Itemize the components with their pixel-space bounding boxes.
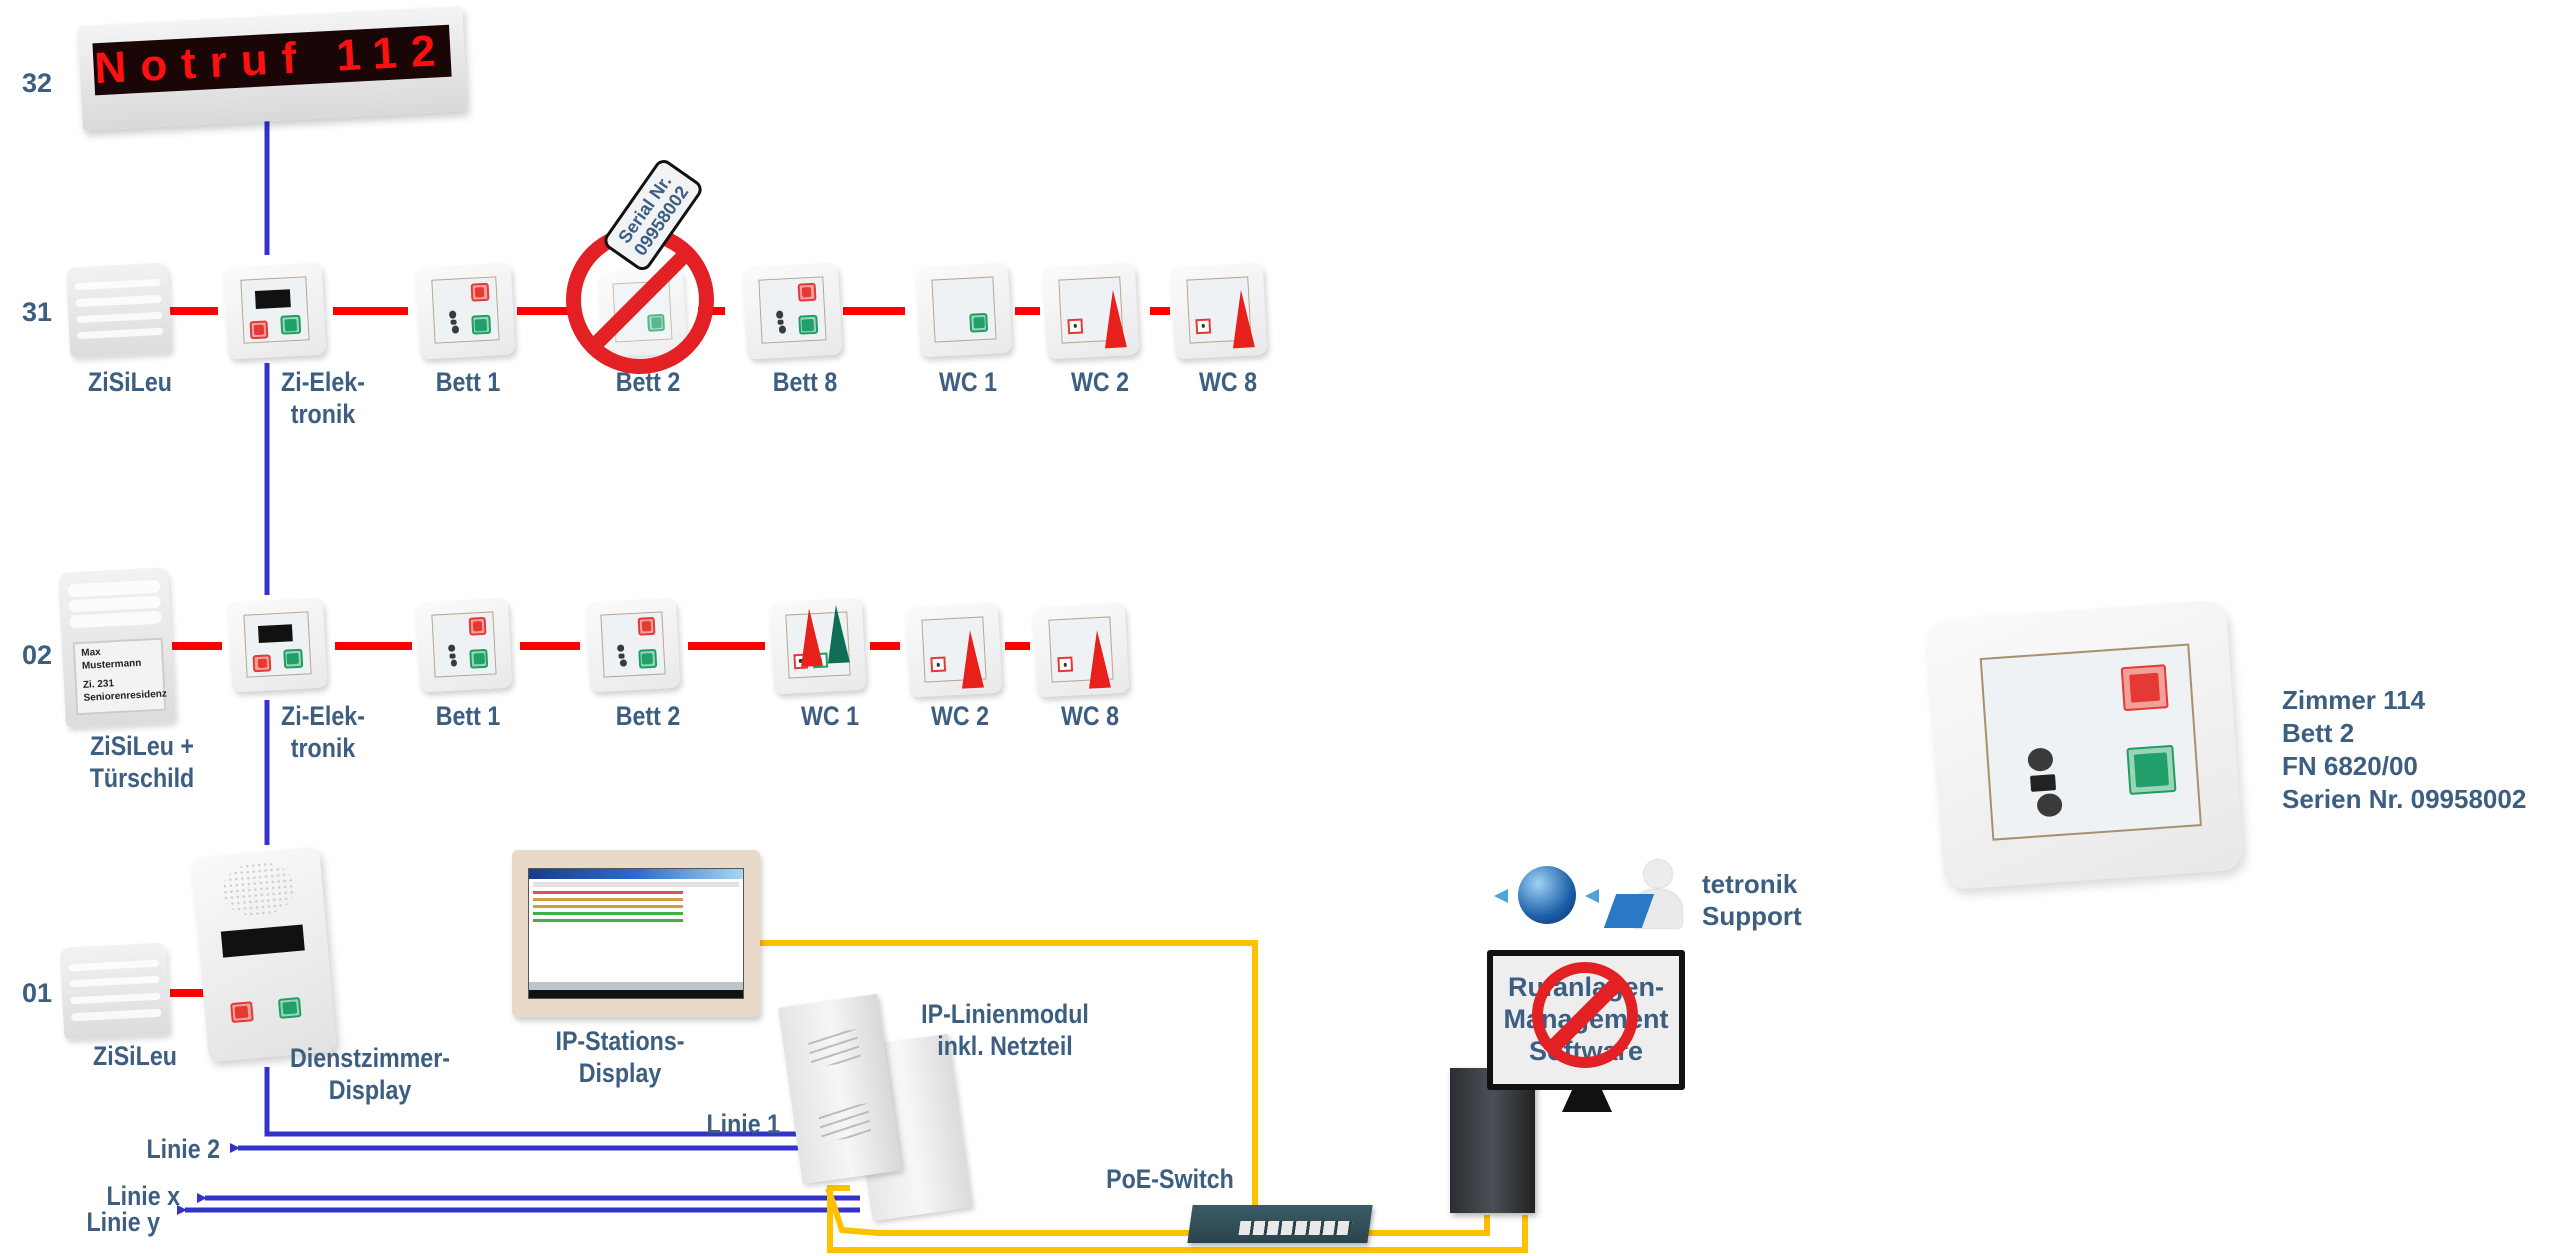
row-label-02: 02	[22, 640, 53, 670]
label-ip-linienmodul: IP-Linienmodul inkl. Netzteil	[921, 999, 1089, 1061]
row-label-01: 01	[22, 978, 53, 1008]
bett8-device-31	[742, 262, 843, 360]
label-ip-stations-display: IP-Stations- Display	[555, 1026, 685, 1088]
label-zisileu-tuerschild-02: ZiSiLeu + Türschild	[89, 731, 195, 793]
speaker-grille-icon	[220, 859, 297, 919]
zi-elektronik-02	[227, 597, 328, 693]
label-wc1-31: WC 1	[938, 367, 998, 397]
detail-info-block: Zimmer 114 Bett 2 FN 6820/00 Serien Nr. …	[2282, 684, 2526, 816]
ethernet-cables	[760, 940, 1528, 1253]
presence-button-icon	[280, 315, 301, 335]
wc2-device-02	[905, 602, 1003, 698]
label-bett8-31: Bett 8	[772, 367, 838, 397]
detail-fn: FN 6820/00	[2282, 751, 2418, 781]
label-poe-switch: PoE-Switch	[1106, 1164, 1234, 1194]
pc-tower	[1450, 1068, 1535, 1213]
label-zi-elektronik-31: Zi-Elek- tronik	[281, 367, 365, 429]
poe-switch-device	[1187, 1205, 1373, 1243]
label-bett1-02: Bett 1	[435, 701, 501, 731]
label-bett1-31: Bett 1	[435, 367, 501, 397]
arrow-left-icon-2	[1585, 889, 1599, 903]
label-linie1: Linie 1	[706, 1109, 780, 1139]
zisileu-device-01	[59, 942, 171, 1040]
alarm-button-icon	[249, 320, 269, 340]
detail-bed: Bett 2	[2282, 718, 2355, 748]
led-display-screen: Notruf 112	[92, 24, 452, 96]
monitor-stand	[1562, 1090, 1612, 1112]
wc1-device-31	[915, 262, 1013, 358]
bett2-device-02	[585, 597, 681, 693]
led-display: Notruf 112	[77, 5, 468, 132]
label-tetronik-support: tetronik Support	[1702, 869, 1802, 931]
wc1-device-02	[769, 597, 867, 695]
door-sign: Max Mustermann Zi. 231 Seniorenresidenz	[72, 637, 168, 715]
arrow-left-icon	[1494, 889, 1508, 903]
alarm-bell-button-icon	[2120, 664, 2169, 712]
door-sign-facility: Seniorenresidenz	[83, 688, 168, 704]
detail-room: Zimmer 114	[2282, 685, 2426, 715]
label-dienstzimmer-display: Dienstzimmer- Display	[289, 1043, 450, 1105]
label-wc2-02: WC 2	[930, 701, 990, 731]
prohibited-icon-software	[1532, 962, 1638, 1068]
label-wc2-31: WC 2	[1070, 367, 1130, 397]
label-wc8-31: WC 8	[1198, 367, 1258, 397]
wc8-device-02	[1032, 602, 1130, 698]
zisileu-doorsign-device-02: Max Mustermann Zi. 231 Seniorenresidenz	[58, 567, 176, 728]
linie1-line	[264, 1067, 805, 1137]
label-wc8-02: WC 8	[1060, 701, 1120, 731]
ethernet-ports-icon	[1238, 1221, 1353, 1235]
label-linie2: Linie 2	[146, 1134, 220, 1164]
presence-button-icon-large	[2126, 745, 2177, 796]
label-liniey: Linie y	[86, 1207, 160, 1237]
bett1-device-02	[415, 597, 513, 693]
zisileu-device-31	[65, 262, 173, 358]
ip-stations-display-device	[512, 850, 760, 1017]
row-label-31: 31	[22, 297, 53, 327]
dienstzimmer-display-device	[191, 846, 337, 1063]
label-zi-elektronik-02: Zi-Elek- tronik	[281, 701, 365, 763]
label-bett2-31: Bett 2	[615, 367, 681, 397]
label-bett2-02: Bett 2	[615, 701, 681, 731]
label-liniex: Linie x	[106, 1181, 180, 1211]
tablet-screen	[528, 868, 744, 999]
bett1-device-31	[415, 262, 516, 360]
detail-serial: Serien Nr. 09958002	[2282, 784, 2527, 814]
plug-socket-icon	[2015, 743, 2082, 823]
wc8-device-31	[1170, 262, 1268, 360]
detail-bett2-device	[1925, 599, 2245, 891]
dienstzimmer-lcd	[220, 924, 305, 959]
globe-icon	[1518, 866, 1576, 924]
zi-elektronik-31	[223, 262, 327, 360]
label-wc1-02: WC 1	[800, 701, 860, 731]
label-zisileu-31: ZiSiLeu	[88, 367, 172, 397]
row-label-32: 32	[22, 68, 53, 98]
support-agent-icon	[1603, 860, 1690, 932]
wc2-device-31	[1042, 262, 1140, 360]
label-zisileu-01: ZiSiLeu	[93, 1041, 177, 1071]
